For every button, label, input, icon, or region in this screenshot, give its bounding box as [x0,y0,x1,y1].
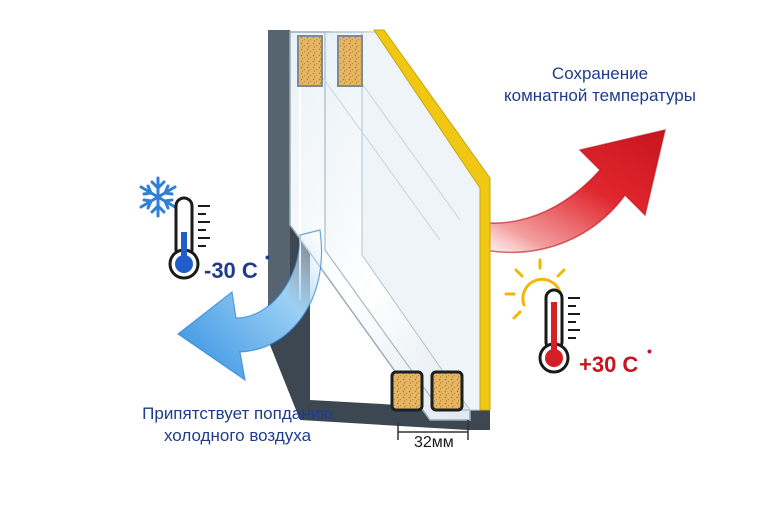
cold-temperature: -30 C [204,258,258,283]
snowflake-icon [139,176,177,218]
sun-icon [504,258,566,320]
cold-degree-mark: • [265,249,270,265]
dimension-label: 32мм [414,434,454,451]
room-temperature-line1: Сохранение [551,64,649,83]
cold-air-line2: холодного воздуха [163,426,312,445]
room-temperature-label: Сохранение комнатной температуры [470,63,730,107]
cold-thermometer-icon [168,196,210,280]
bottom-spacers [390,370,464,412]
glass-panes [289,31,486,421]
cold-air-label: Припятствует попданию холодного воздуха [100,403,375,447]
dimension-marker [397,420,469,440]
top-spacers [297,35,363,87]
room-temperature-line2: комнатной температуры [504,86,696,105]
hot-thermometer-icon [538,288,580,374]
edge-seal [373,29,491,411]
blue-arrow-icon [176,229,322,382]
warm-degree-mark: • [647,343,652,359]
warm-temperature: +30 C [579,352,639,377]
cold-air-line1: Припятствует попданию [142,404,333,423]
red-arrow-icon [439,128,667,254]
